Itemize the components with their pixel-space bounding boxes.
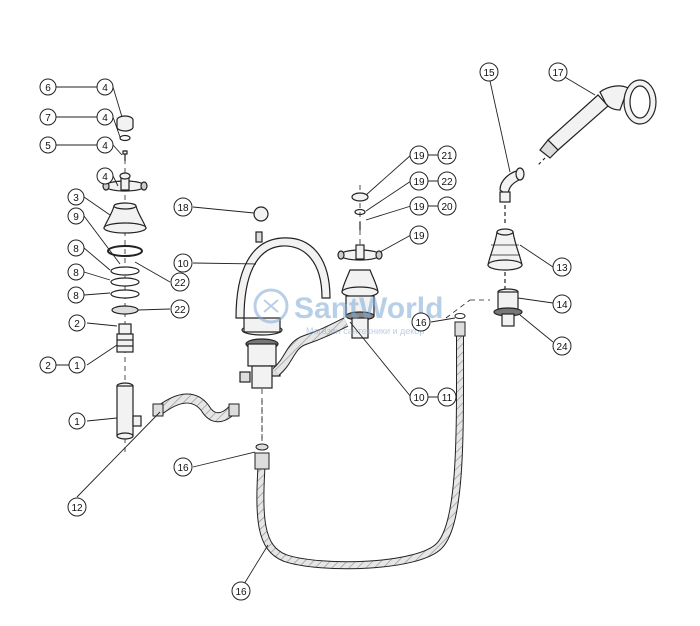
callout-19-22-b: 22: [441, 177, 453, 188]
callout-2: 2: [68, 314, 86, 332]
ring-9-part: [107, 245, 143, 257]
callout-9: 9: [67, 207, 85, 225]
ring-8b-part: [110, 277, 140, 287]
ring-8a-part: [110, 266, 140, 276]
callout-19-21-a: 19: [413, 151, 425, 162]
callout-8-a: 8: [67, 239, 85, 257]
callout-4-label: 4: [102, 172, 108, 183]
bell-cover-left-part: [103, 202, 147, 234]
callout-24-label: 24: [556, 342, 568, 353]
callout-5-4-a: 5: [45, 141, 51, 152]
callout-17-label: 17: [552, 68, 564, 79]
ring-8c-part: [110, 289, 140, 299]
callout-16c-label: 16: [235, 587, 247, 598]
callout-8-c: 8: [67, 286, 85, 304]
right-valve-stack: [337, 185, 383, 339]
holder-15-part: [499, 167, 525, 225]
callout-8a-label: 8: [73, 244, 79, 255]
callout-17: 17: [548, 62, 568, 82]
callout-5-4: 5 4: [39, 136, 114, 154]
callout-16-c: 16: [231, 581, 251, 601]
callout-19-21-b: 21: [441, 151, 453, 162]
callout-14: 14: [552, 294, 572, 314]
callout-2-1-b: 1: [74, 361, 80, 372]
callout-19-20-b: 20: [441, 202, 453, 213]
connector-hose-10-part: [272, 317, 349, 376]
callout-22-b: 22: [170, 299, 190, 319]
guide-lines: [445, 299, 490, 319]
callout-16-b: 16: [173, 457, 193, 477]
screw-part: [122, 150, 128, 161]
callout-16a-label: 16: [415, 318, 427, 329]
callout-19-20: 19 20: [409, 196, 457, 216]
callout-19-22-a: 19: [413, 177, 425, 188]
callout-18-label: 18: [177, 203, 189, 214]
callout-19-22: 19 22: [409, 171, 457, 191]
left-valve-stack: [102, 115, 148, 455]
callouts: 6 4 7 4 5 4 4 3 9: [39, 62, 572, 601]
callout-12: 12: [67, 497, 87, 517]
callout-10-11: 10 11: [409, 387, 457, 407]
flex-hose-12-part: [152, 393, 240, 423]
callout-8b-label: 8: [73, 268, 79, 279]
callout-8-b: 8: [67, 263, 85, 281]
hand-shower-group: [487, 79, 657, 327]
callout-5-4-b: 4: [102, 141, 108, 152]
callout-2-1-a: 2: [45, 361, 51, 372]
callout-3: 3: [67, 188, 85, 206]
index-cap-part: [116, 115, 134, 132]
valve-body-left-part: [116, 382, 142, 440]
cross-handle-right-part: [337, 244, 383, 261]
callout-15: 15: [479, 62, 499, 82]
callout-13-label: 13: [556, 263, 568, 274]
callout-19-21: 19 21: [409, 145, 457, 165]
callout-8c-label: 8: [73, 291, 79, 302]
ring-22-part: [111, 305, 139, 315]
callout-3-label: 3: [73, 193, 79, 204]
callout-12-label: 12: [71, 503, 83, 514]
callout-22a-label: 22: [174, 278, 186, 289]
callout-4: 4: [96, 167, 114, 185]
callout-16-a: 16: [411, 312, 431, 332]
leader-lines: [76, 72, 596, 590]
bell-cover-right-part: [341, 269, 379, 339]
callout-15-label: 15: [483, 68, 495, 79]
callout-2-1: 2 1: [39, 356, 86, 374]
callout-6-4-b: 4: [102, 83, 108, 94]
callout-22-a: 22: [170, 272, 190, 292]
callout-6-4-a: 6: [45, 83, 51, 94]
callout-10-11-a: 10: [413, 393, 425, 404]
callout-7-4-b: 4: [102, 113, 108, 124]
callout-24: 24: [552, 336, 572, 356]
callout-9-label: 9: [73, 212, 79, 223]
hand-shower-17-part: [537, 79, 657, 166]
diverter-body-14-part: [493, 288, 523, 327]
callout-2-label: 2: [74, 319, 80, 330]
callout-6-4: 6 4: [39, 78, 114, 96]
callout-22b-label: 22: [174, 305, 186, 316]
callout-19: 19: [409, 225, 429, 245]
callout-7-4: 7 4: [39, 108, 114, 126]
callout-10: 10: [173, 253, 193, 273]
shower-hose-16-part: [254, 313, 466, 570]
callout-1-label: 1: [74, 417, 80, 428]
callout-7-4-a: 7: [45, 113, 51, 124]
callout-14-label: 14: [556, 300, 568, 311]
callout-10-11-b: 11: [442, 393, 453, 404]
callout-19-label: 19: [413, 231, 425, 242]
callout-16b-label: 16: [177, 463, 189, 474]
callout-13: 13: [552, 257, 572, 277]
cartridge-left-part: [116, 323, 134, 353]
small-ring-part: [119, 134, 131, 142]
callout-1: 1: [68, 412, 86, 430]
bell-cover-13-part: [487, 228, 523, 271]
callout-19-20-a: 19: [413, 202, 425, 213]
callout-10-label: 10: [177, 259, 189, 270]
callout-18: 18: [173, 197, 193, 217]
knob-18-part: [253, 206, 269, 222]
watermark-tagline: Магазин сантехники и декор: [306, 326, 424, 336]
